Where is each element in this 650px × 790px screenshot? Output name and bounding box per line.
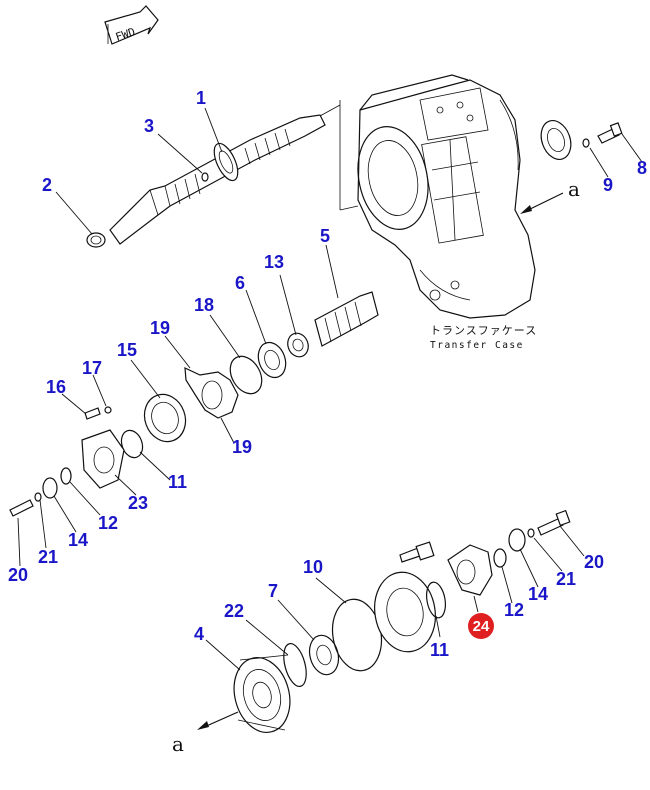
part-number-21-right: 21 xyxy=(556,569,576,589)
part-number-5: 5 xyxy=(320,226,330,246)
housing-label-en: Transfer Case xyxy=(430,340,524,351)
callout-a-bottom: a xyxy=(172,711,239,756)
part-number-17: 17 xyxy=(82,358,102,378)
part-number-18: 18 xyxy=(194,295,214,315)
part-number-11-right: 11 xyxy=(430,640,449,660)
fwd-label: FWD xyxy=(114,25,137,44)
part-number-20-left: 20 xyxy=(8,565,28,585)
part-number-23: 23 xyxy=(128,493,148,513)
part-number-7: 7 xyxy=(268,581,278,601)
svg-text:a: a xyxy=(568,177,580,201)
part-number-14-left: 14 xyxy=(68,530,88,550)
part-number-12-right: 12 xyxy=(504,600,524,620)
left-cover-group xyxy=(9,367,239,517)
part-number-12-left: 12 xyxy=(98,513,118,533)
part-number-21-left: 21 xyxy=(38,547,58,567)
part-number-4: 4 xyxy=(194,624,204,644)
svg-text:a: a xyxy=(172,732,184,756)
lower-group xyxy=(233,509,571,733)
part-number-11-left: 11 xyxy=(168,472,187,492)
part-number-1: 1 xyxy=(196,88,206,108)
housing-label-jp: トランスファケース xyxy=(430,324,537,337)
input-shaft-group xyxy=(229,291,379,395)
part-number-24-highlight: 24 xyxy=(468,613,494,639)
part-number-3: 3 xyxy=(144,116,154,136)
part-number-2: 2 xyxy=(42,175,52,195)
part-number-6: 6 xyxy=(235,273,245,293)
part-number-19-bottom: 19 xyxy=(232,437,252,457)
part-number-14-right: 14 xyxy=(528,584,548,604)
callout-a-top: a xyxy=(520,177,580,214)
transfer-case-housing xyxy=(319,74,536,319)
part-number-16: 16 xyxy=(46,377,66,397)
part-number-24: 24 xyxy=(473,618,490,635)
part-number-19-top: 19 xyxy=(150,318,170,338)
highlight-badge xyxy=(468,613,494,639)
leader-lines xyxy=(17,107,643,671)
part-numbers: 1 2 3 4 5 6 7 8 9 10 11 11 12 12 13 14 1… xyxy=(8,88,647,660)
output-shaft xyxy=(86,114,326,248)
part-number-9: 9 xyxy=(603,175,613,195)
part-number-22: 22 xyxy=(224,601,244,621)
part-number-20-right: 20 xyxy=(584,552,604,572)
part-number-10: 10 xyxy=(303,557,323,577)
part-number-8: 8 xyxy=(637,158,647,178)
fwd-arrow-sign: FWD xyxy=(104,5,159,45)
part-number-13: 13 xyxy=(264,252,284,272)
right-top-hardware xyxy=(540,120,623,160)
part-number-15: 15 xyxy=(117,340,137,360)
